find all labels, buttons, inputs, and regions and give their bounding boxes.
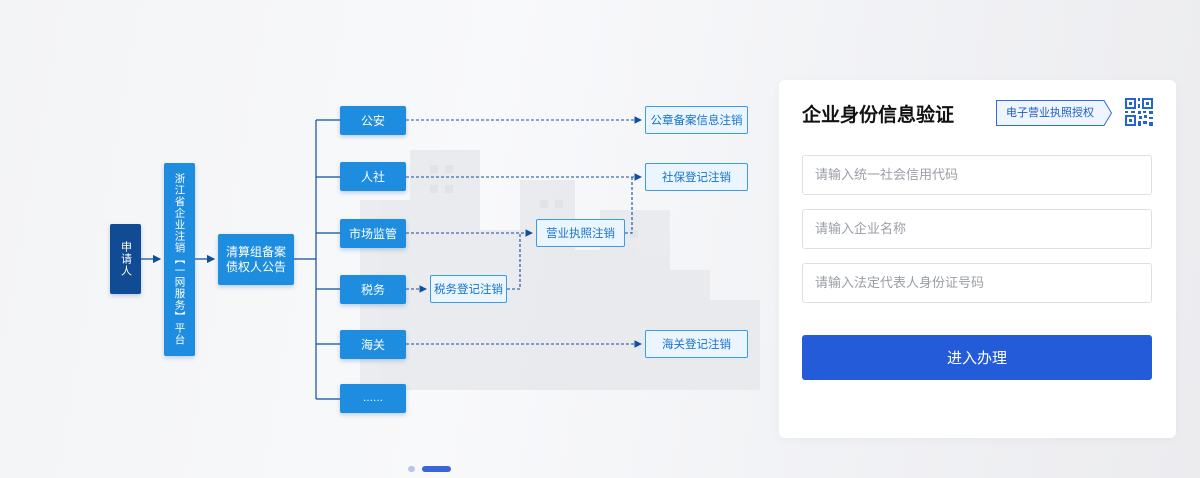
outcome-seal-box: 公章备案信息注销 [645, 106, 748, 134]
outcome-customs-box: 海关登记注销 [645, 330, 748, 358]
carousel-dot-2-active[interactable] [422, 466, 451, 472]
dept-police-box: 公安 [340, 106, 406, 135]
enter-process-button[interactable]: 进入办理 [802, 335, 1152, 380]
dept-customs-box: 海关 [340, 330, 406, 359]
badge-arrow-shape [996, 100, 1112, 126]
carousel-dot-1[interactable] [408, 466, 415, 472]
credit-code-input[interactable] [802, 155, 1152, 195]
dept-social-box: 人社 [340, 162, 406, 191]
badge-label: 电子营业执照授权 [1006, 106, 1094, 119]
qr-code-icon[interactable] [1125, 98, 1153, 126]
verification-card: 企业身份信息验证 电子营业执照授权 进入办理 [779, 80, 1176, 438]
legal-rep-id-input[interactable] [802, 263, 1152, 303]
company-name-input[interactable] [802, 209, 1152, 249]
card-title: 企业身份信息验证 [802, 104, 955, 126]
outcome-social-box: 社保登记注销 [645, 163, 748, 191]
e-license-auth-badge[interactable]: 电子营业执照授权 [996, 100, 1112, 126]
notice-box: 清算组备案 债权人公告 [218, 234, 294, 285]
applicant-box: 申请人 [110, 224, 141, 294]
dept-market-box: 市场监管 [340, 219, 406, 248]
outcome-tax-box: 税务登记注销 [430, 275, 507, 303]
platform-box: 浙江省企业注销【一网服务】平台 [164, 163, 195, 356]
outcome-license-box: 营业执照注销 [536, 219, 625, 247]
dept-more-box: …… [340, 384, 406, 413]
dept-tax-box: 税务 [340, 275, 406, 304]
